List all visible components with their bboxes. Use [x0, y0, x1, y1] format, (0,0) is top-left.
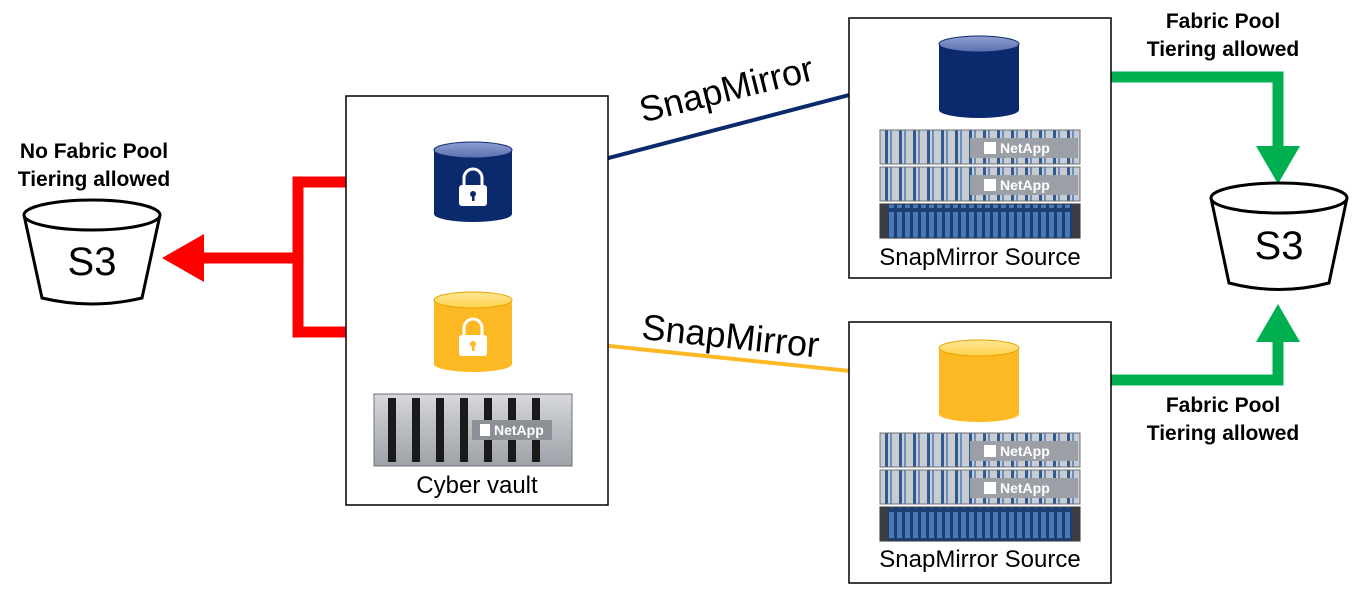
padlock-icon — [459, 167, 487, 206]
vault-yellow-volume-icon — [433, 291, 513, 372]
netapp-logo: NetApp — [1000, 177, 1050, 193]
cyber-vault-caption: Cyber vault — [416, 472, 538, 499]
green-arrow-head-down — [1256, 146, 1300, 184]
source-bottom-caption: SnapMirror Source — [879, 546, 1081, 573]
source-top-storage-rack-icon — [879, 129, 1081, 239]
netapp-logo: NetApp — [494, 422, 544, 438]
netapp-logo: NetApp — [1000, 140, 1050, 156]
green-arrow-head-up — [1256, 304, 1300, 342]
tiering-note-bottom-line2: Tiering allowed — [1146, 422, 1300, 445]
tiering-allowed-note-top: Fabric Pool Tiering allowed — [1128, 8, 1318, 64]
tiering-allowed-note-bottom: Fabric Pool Tiering allowed — [1128, 392, 1318, 448]
source-blue-volume-icon — [938, 35, 1020, 118]
left-s3-label: S3 — [67, 240, 117, 284]
no-tiering-note: No Fabric Pool Tiering allowed — [0, 138, 188, 194]
netapp-logo: NetApp — [1000, 480, 1050, 496]
vault-storage-appliance-icon — [373, 393, 573, 467]
source-bottom-storage-rack-icon — [879, 432, 1081, 542]
source-top-caption: SnapMirror Source — [879, 244, 1081, 271]
tiering-note-top-line2: Tiering allowed — [1146, 38, 1300, 61]
padlock-icon — [459, 317, 487, 356]
tiering-note-bottom-line1: Fabric Pool — [1165, 394, 1281, 417]
source-yellow-volume-icon — [938, 339, 1020, 422]
left-s3-bucket-icon — [22, 198, 162, 306]
right-s3-label: S3 — [1254, 224, 1304, 268]
right-s3-bucket-icon — [1209, 181, 1349, 291]
red-arrow-head — [162, 234, 204, 282]
netapp-logo: NetApp — [1000, 443, 1050, 459]
tiering-note-top-line1: Fabric Pool — [1165, 10, 1281, 33]
no-tiering-note-line1: No Fabric Pool — [19, 140, 169, 163]
vault-blue-volume-icon — [433, 141, 513, 222]
no-tiering-note-line2: Tiering allowed — [17, 168, 171, 191]
